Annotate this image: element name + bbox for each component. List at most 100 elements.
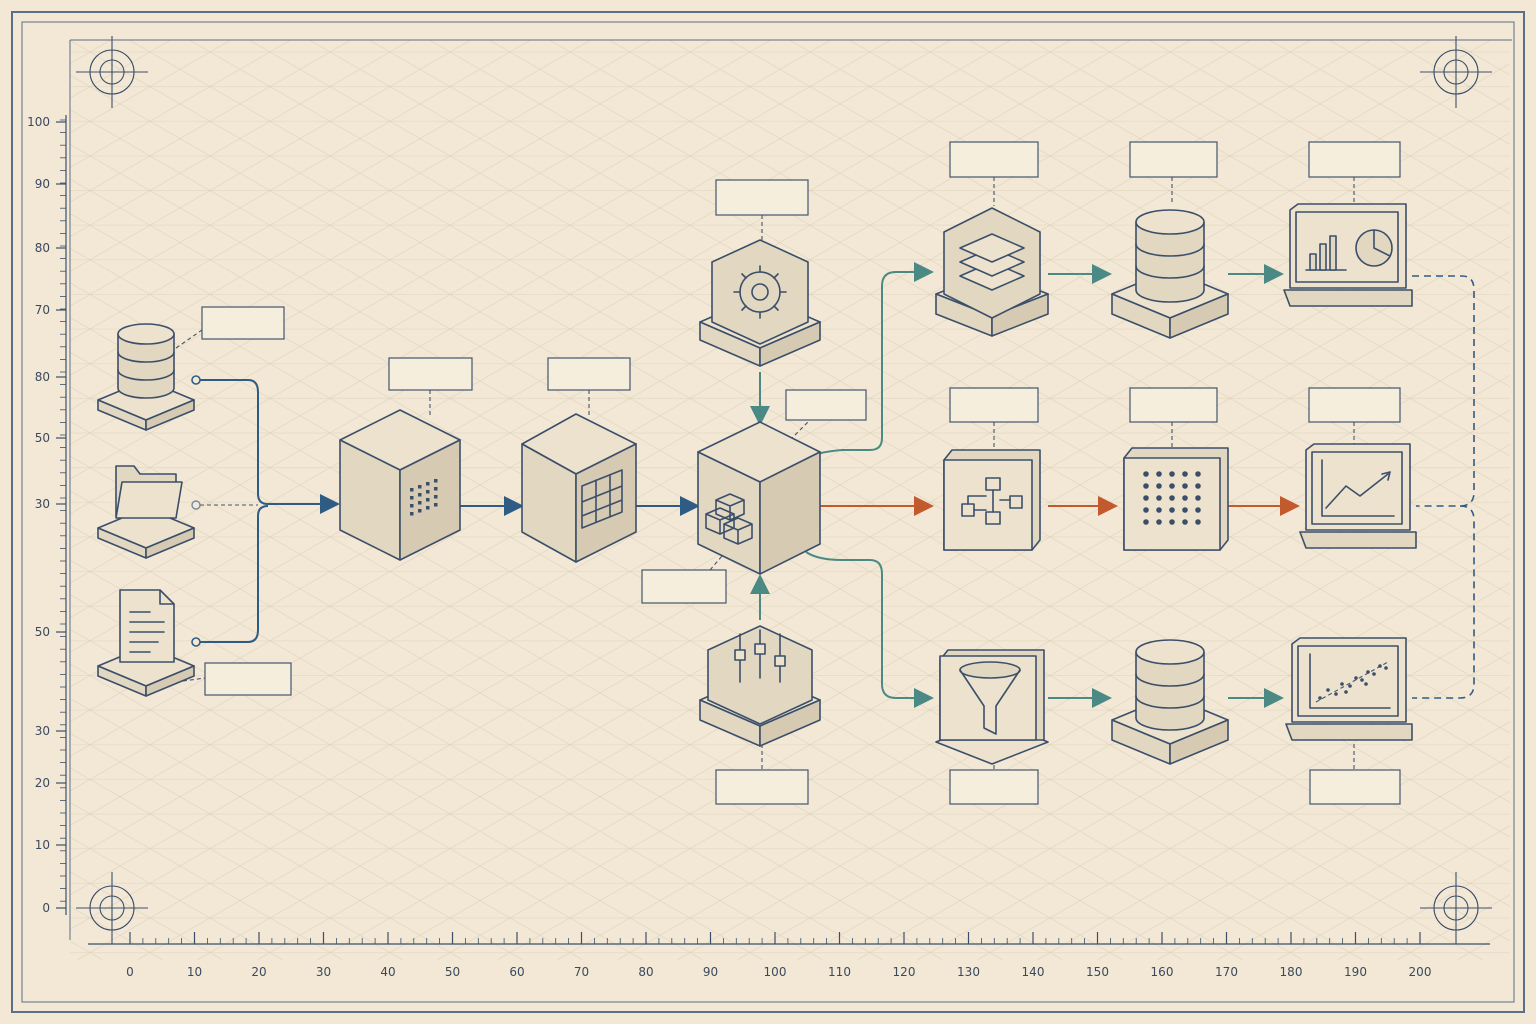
y-ruler-tick-label: 50 <box>35 625 50 639</box>
scatter-plot-icon <box>1309 653 1391 709</box>
matrix-dot <box>1169 507 1175 513</box>
grid-dot <box>426 482 430 486</box>
registration-mark-icon <box>76 872 148 944</box>
grid-dot <box>426 498 430 502</box>
ingest-cube[interactable] <box>339 409 461 561</box>
database-icon <box>1135 209 1205 303</box>
core-cube[interactable] <box>697 421 821 575</box>
grid-dot <box>418 493 422 497</box>
grid-dot <box>426 506 430 510</box>
y-ruler-tick-label: 80 <box>35 241 50 255</box>
y-ruler-tick-label: 90 <box>35 177 50 191</box>
grid-dot <box>434 495 438 499</box>
grid-dot <box>410 512 414 516</box>
matrix-dot <box>1195 519 1201 525</box>
database-icon <box>1135 639 1205 731</box>
matrix-dot <box>1195 495 1201 501</box>
config-block[interactable] <box>699 239 821 367</box>
matrix-dot <box>1143 507 1149 513</box>
x-ruler-tick-label: 180 <box>1280 965 1303 979</box>
annotation-labels <box>175 141 1401 805</box>
scatter-point <box>1348 684 1352 688</box>
matrix-dot <box>1143 483 1149 489</box>
table-cube[interactable] <box>521 413 637 563</box>
document-icon <box>119 589 175 663</box>
x-ruler-tick-label: 120 <box>893 965 916 979</box>
source-folder[interactable] <box>97 465 195 559</box>
matrix-dot <box>1156 519 1162 525</box>
matrix-dot <box>1169 519 1175 525</box>
matrix-dot <box>1195 507 1201 513</box>
inner-frame <box>21 21 1515 1003</box>
x-ruler-tick-label: 10 <box>187 965 202 979</box>
dot-grid-icon <box>410 479 438 516</box>
bar-pie-chart-icon <box>1305 229 1393 271</box>
grid-dot <box>434 479 438 483</box>
matrix-dot <box>1195 483 1201 489</box>
outer-frame <box>11 11 1525 1013</box>
scatter-point <box>1364 682 1368 686</box>
x-ruler-tick-label: 90 <box>703 965 718 979</box>
y-ruler-tick-label: 10 <box>35 838 50 852</box>
x-ruler-tick-label: 60 <box>509 965 524 979</box>
matrix-dot <box>1169 495 1175 501</box>
matrix-dot <box>1156 483 1162 489</box>
top-layers-block[interactable] <box>935 207 1049 337</box>
source-document[interactable] <box>97 589 195 697</box>
flow-core-to-bottom <box>805 551 934 708</box>
y-ruler-tick-label: 30 <box>35 724 50 738</box>
matrix-dot <box>1143 495 1149 501</box>
registration-mark-icon <box>1420 872 1492 944</box>
bot-funnel-block[interactable] <box>935 649 1049 765</box>
x-ruler-tick-label: 40 <box>380 965 395 979</box>
registration-mark-icon <box>76 36 148 108</box>
x-ruler-tick-label: 20 <box>251 965 266 979</box>
x-ruler-tick-label: 100 <box>764 965 787 979</box>
mid-dots-block[interactable] <box>1123 447 1229 551</box>
top-database-block[interactable] <box>1111 209 1229 339</box>
grid-dot <box>418 485 422 489</box>
scatter-point <box>1326 688 1330 692</box>
matrix-dot <box>1169 483 1175 489</box>
scatter-point <box>1384 666 1388 670</box>
y-ruler-tick-label: 70 <box>35 303 50 317</box>
matrix-dot <box>1182 471 1188 477</box>
matrix-dot <box>1182 495 1188 501</box>
tuning-block[interactable] <box>699 625 821 747</box>
matrix-dot <box>1169 471 1175 477</box>
registration-mark-icon <box>1420 36 1492 108</box>
matrix-dot <box>1182 483 1188 489</box>
x-ruler-tick-label: 80 <box>638 965 653 979</box>
top-dashboard-block[interactable] <box>1283 203 1413 307</box>
scatter-point <box>1354 676 1358 680</box>
mid-linechart-block[interactable] <box>1299 443 1417 549</box>
funnel-icon <box>959 661 1021 735</box>
y-ruler-tick-label: 20 <box>35 776 50 790</box>
grid-dot <box>410 504 414 508</box>
x-ruler-tick-label: 200 <box>1409 965 1432 979</box>
bot-scatter-block[interactable] <box>1285 637 1413 741</box>
bot-database-block[interactable] <box>1111 639 1229 765</box>
scatter-point <box>1372 672 1376 676</box>
x-ruler-tick-label: 150 <box>1086 965 1109 979</box>
scatter-point <box>1360 678 1364 682</box>
matrix-dot <box>1156 495 1162 501</box>
table-grid-icon <box>581 469 623 529</box>
scatter-point <box>1318 696 1322 700</box>
matrix-dot <box>1156 471 1162 477</box>
mid-flowchart-block[interactable] <box>943 449 1041 551</box>
grid-dot <box>426 490 430 494</box>
scatter-point <box>1378 664 1382 668</box>
x-ruler-tick-label: 110 <box>828 965 851 979</box>
database-icon <box>117 323 175 399</box>
folder-icon <box>115 465 183 519</box>
x-ruler-tick-label: 30 <box>316 965 331 979</box>
source-database[interactable] <box>97 323 195 431</box>
grid-dot <box>434 487 438 491</box>
y-ruler-tick-label: 100 <box>27 115 50 129</box>
grid-dot <box>434 503 438 507</box>
grid-dot <box>418 509 422 513</box>
